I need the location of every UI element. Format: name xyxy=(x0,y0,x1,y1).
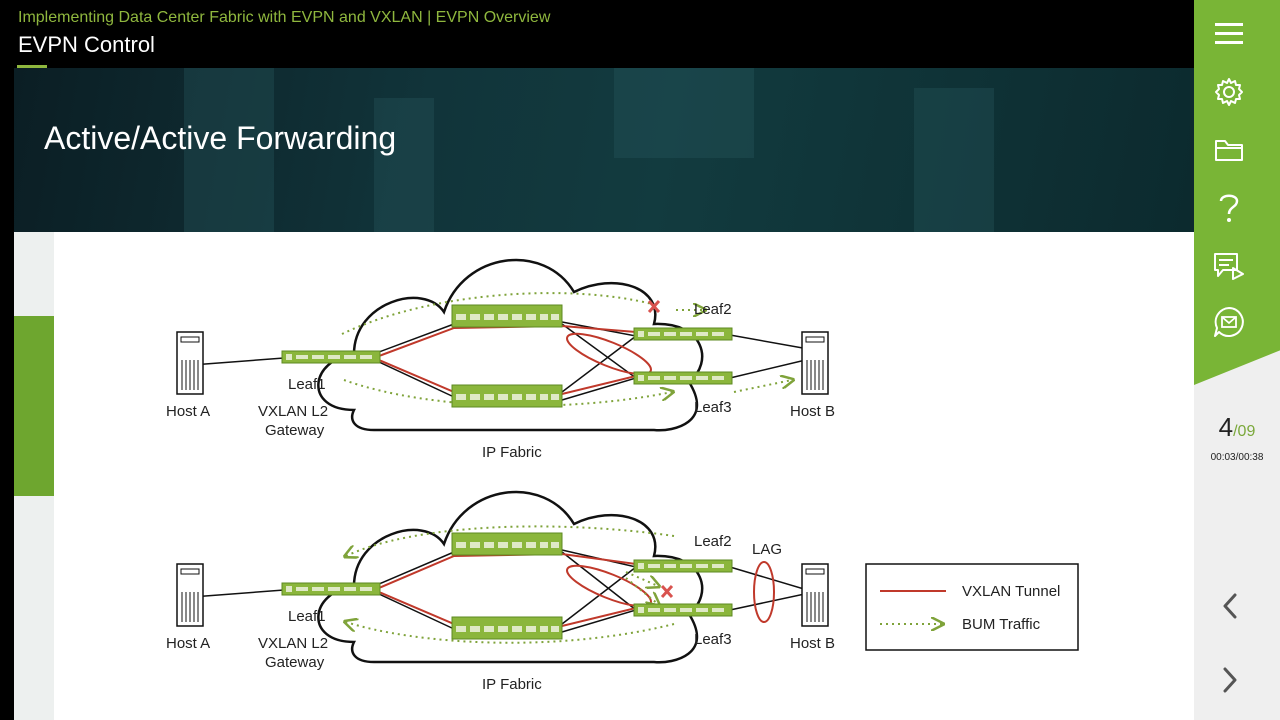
leaf3-label: Leaf3 xyxy=(694,631,732,648)
help-icon xyxy=(1219,194,1239,222)
legend-bum-label: BUM Traffic xyxy=(962,616,1041,633)
bottom-diagram: Host A Host B Leaf1 VXLAN L2 Gateway Lea… xyxy=(166,490,1079,693)
host-b-label: Host B xyxy=(790,403,835,420)
lag-ellipse xyxy=(753,561,775,623)
menu-button[interactable] xyxy=(1207,12,1251,56)
diagram-panel: Host A Host B Leaf1 VXLAN L2 Gateway Lea… xyxy=(54,232,1194,720)
page-counter: 4/09 xyxy=(1194,412,1280,443)
mail-icon xyxy=(1214,307,1244,337)
gateway-label-line1: VXLAN L2 xyxy=(258,635,328,652)
slide-accent-bar xyxy=(14,316,54,496)
ip-fabric-label: IP Fabric xyxy=(482,444,542,461)
lesson-title: EVPN Control xyxy=(18,32,155,57)
gateway-label-line2: Gateway xyxy=(265,422,325,439)
banner-decoration xyxy=(914,88,994,232)
spine2-switch-icon xyxy=(451,616,563,640)
slide: Active/Active Forwarding xyxy=(14,68,1194,720)
ip-fabric-cloud xyxy=(317,258,704,432)
spine1-switch-icon xyxy=(451,304,563,328)
playback-timer: 00:03/00:38 xyxy=(1210,452,1264,463)
leaf1-label: Leaf1 xyxy=(288,608,326,625)
feedback-button[interactable] xyxy=(1207,244,1251,288)
leaf1-label: Leaf1 xyxy=(288,376,326,393)
resources-button[interactable] xyxy=(1207,128,1251,172)
page-current: 4 xyxy=(1218,412,1234,442)
top-header: Implementing Data Center Fabric with EVP… xyxy=(0,0,1194,68)
leaf2-switch-icon xyxy=(633,559,733,573)
chevron-left-icon xyxy=(1223,593,1237,619)
host-b-server-icon xyxy=(801,563,829,627)
legend-tunnel-label: VXLAN Tunnel xyxy=(962,583,1060,600)
menu-icon xyxy=(1215,23,1243,44)
leaf3-switch-icon xyxy=(633,371,733,385)
banner-decoration xyxy=(374,98,434,232)
leaf3-switch-icon xyxy=(633,603,733,617)
help-button[interactable] xyxy=(1207,186,1251,230)
gear-icon xyxy=(1215,78,1243,106)
gateway-label-line2: Gateway xyxy=(265,654,325,671)
course-title: Implementing Data Center Fabric with EVP… xyxy=(18,9,551,26)
leaf2-label: Leaf2 xyxy=(694,533,732,550)
chevron-right-icon xyxy=(1223,667,1237,693)
blocked-x-icon xyxy=(647,299,661,314)
lag-label: LAG xyxy=(752,541,782,558)
slide-heading: Active/Active Forwarding xyxy=(44,120,397,156)
host-a-label: Host A xyxy=(166,635,210,652)
host-a-server-icon xyxy=(176,331,204,395)
leaf3-label: Leaf3 xyxy=(694,399,732,416)
ip-fabric-cloud xyxy=(317,490,704,664)
blocked-x-icon xyxy=(660,584,674,599)
legend: VXLAN Tunnel BUM Traffic xyxy=(865,563,1079,651)
gateway-label-line1: VXLAN L2 xyxy=(258,403,328,420)
page-total: /09 xyxy=(1233,423,1256,440)
spine2-switch-icon xyxy=(451,384,563,408)
next-slide-button[interactable] xyxy=(1212,662,1248,698)
host-a-label: Host A xyxy=(166,403,210,420)
folder-icon xyxy=(1215,140,1243,161)
previous-slide-button[interactable] xyxy=(1212,588,1248,624)
feedback-icon xyxy=(1214,253,1244,280)
leaf2-label: Leaf2 xyxy=(694,301,732,318)
network-diagram: Host A Host B Leaf1 VXLAN L2 Gateway Lea… xyxy=(166,258,1079,693)
leaf2-switch-icon xyxy=(633,327,733,341)
host-b-server-icon xyxy=(801,331,829,395)
banner-decoration xyxy=(614,68,754,158)
settings-button[interactable] xyxy=(1207,70,1251,114)
host-b-label: Host B xyxy=(790,635,835,652)
player-sidebar: 4/09 00:03/00:38 xyxy=(1194,0,1280,720)
banner-decoration xyxy=(184,68,274,232)
top-diagram: Host A Host B Leaf1 VXLAN L2 Gateway Lea… xyxy=(166,258,835,461)
leaf1-switch-icon xyxy=(281,582,381,596)
spine1-switch-icon xyxy=(451,532,563,556)
contact-button[interactable] xyxy=(1207,300,1251,344)
lesson-title-underline xyxy=(17,65,47,68)
leaf1-switch-icon xyxy=(281,350,381,364)
sidebar-menu-panel xyxy=(1194,0,1280,385)
slide-banner: Active/Active Forwarding xyxy=(14,68,1194,232)
host-a-server-icon xyxy=(176,563,204,627)
ip-fabric-label: IP Fabric xyxy=(482,676,542,693)
